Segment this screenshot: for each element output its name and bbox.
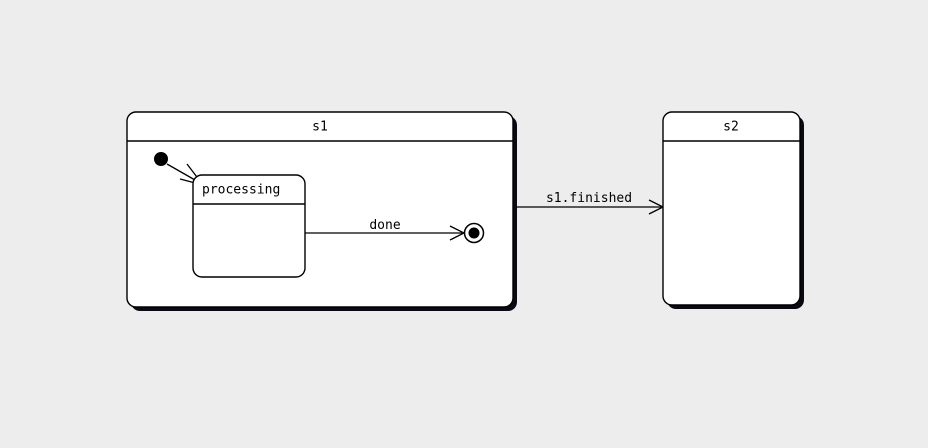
transition-processing-to-final[interactable]: done <box>305 218 466 241</box>
state-s1[interactable]: s1 <box>126 111 517 311</box>
initial-state[interactable] <box>154 152 168 166</box>
transition-s1finished-label: s1.finished <box>546 191 632 206</box>
state-processing-box[interactable] <box>192 174 306 278</box>
initial-state-dot[interactable] <box>154 152 168 166</box>
state-s1-title: s1 <box>312 120 328 135</box>
final-state-inner-dot <box>468 227 480 239</box>
final-state[interactable] <box>463 222 485 244</box>
transition-s1-to-s2[interactable]: s1.finished <box>516 191 665 215</box>
state-processing[interactable]: processing <box>192 174 306 278</box>
state-s2-title: s2 <box>723 120 739 135</box>
state-processing-title: processing <box>202 183 280 198</box>
state-s2[interactable]: s2 <box>662 111 804 309</box>
transition-done-label: done <box>369 218 400 233</box>
state-s2-box[interactable] <box>662 111 801 306</box>
